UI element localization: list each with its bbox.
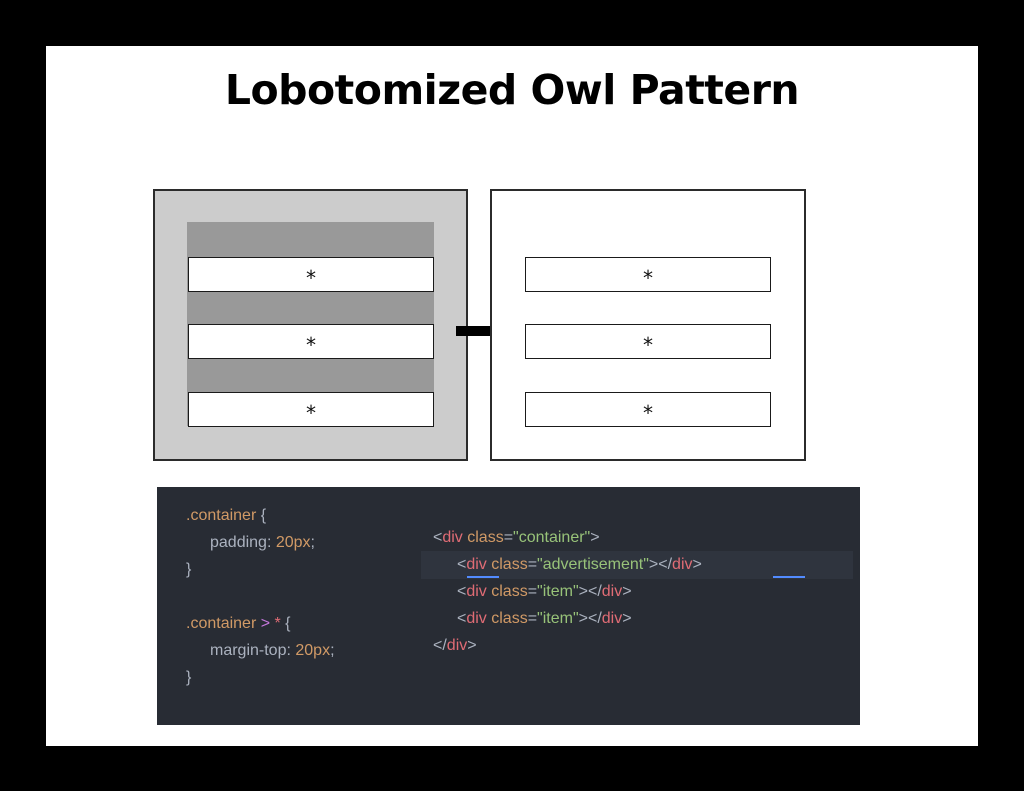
css-line: margin-top: 20px; [210,642,335,659]
html-line: <div class="container"> [433,529,600,546]
code-panel [157,487,860,725]
after-item-box: * [525,392,771,427]
margin-band [187,222,434,392]
slide-title: Lobotomized Owl Pattern [224,66,800,114]
before-item-box: * [188,324,434,359]
item-label: * [641,332,655,357]
bracket-match-underline [467,576,499,578]
item-label: * [641,265,655,290]
before-item-box: * [188,392,434,427]
after-item-box: * [525,324,771,359]
after-item-box: * [525,257,771,292]
html-line: <div class="advertisement"></div> [457,556,702,573]
css-line: padding: 20px; [210,534,315,551]
before-item-box: * [188,257,434,292]
item-label: * [304,332,318,357]
css-line: } [186,561,192,578]
item-label: * [304,400,318,425]
bracket-match-underline [773,576,805,578]
css-line: .container { [186,507,267,524]
css-line: .container > * { [186,615,291,632]
css-line: } [186,669,192,686]
highlighted-line [421,551,853,579]
item-label: * [641,400,655,425]
item-label: * [304,265,318,290]
html-line: <div class="item"></div> [457,610,632,627]
html-line: <div class="item"></div> [457,583,632,600]
html-line: </div> [433,637,477,654]
